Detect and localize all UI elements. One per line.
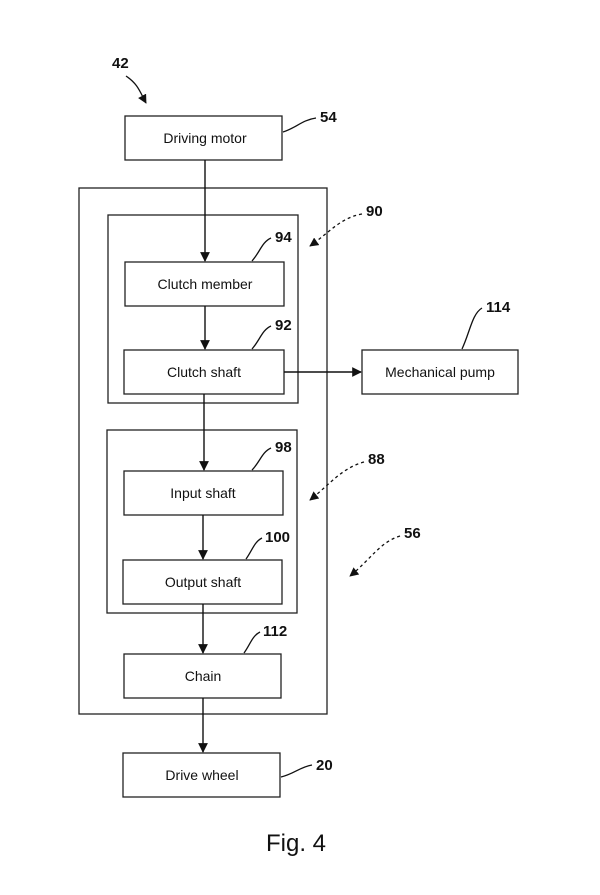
drive-wheel-block [122, 752, 281, 798]
gear-unit-frame [106, 429, 298, 614]
drive-wheel-label: Drive wheel [165, 767, 238, 783]
mechanical-pump-block [361, 349, 519, 395]
ref-driving-motor: 54 [320, 109, 337, 126]
ref-transmission: 56 [404, 525, 421, 542]
chain-block [123, 653, 282, 699]
clutch-member-label: Clutch member [158, 276, 253, 292]
figure-caption: Fig. 4 [266, 830, 326, 857]
output-shaft-label: Output shaft [165, 574, 241, 590]
input-shaft-block [123, 470, 284, 516]
driving-motor-block [124, 115, 283, 161]
leader-clutch-shaft [251, 325, 272, 350]
ref-drive-wheel: 20 [316, 757, 333, 774]
ref-clutch-unit: 90 [366, 203, 383, 220]
clutch-shaft-block [123, 349, 285, 395]
ref-clutch-member: 94 [275, 229, 292, 246]
leader-input-shaft [251, 447, 272, 471]
leader-chain [243, 631, 261, 654]
clutch-shaft-label: Clutch shaft [167, 364, 241, 380]
ref-gear-unit: 88 [368, 451, 385, 468]
chain-label: Chain [185, 668, 222, 684]
input-shaft-label: Input shaft [170, 485, 235, 501]
leader-transmission [349, 535, 401, 577]
ref-chain: 112 [263, 623, 287, 640]
ref-clutch-shaft: 92 [275, 317, 292, 334]
output-shaft-block [122, 559, 283, 605]
leader-clutch-unit [309, 213, 363, 247]
leader-drive-wheel [280, 764, 313, 778]
leader-clutch-member [251, 237, 272, 262]
leader-system [125, 75, 147, 104]
ref-output-shaft: 100 [265, 529, 290, 546]
ref-system: 42 [112, 55, 129, 72]
ref-mechanical-pump: 114 [486, 299, 511, 316]
leader-output-shaft [245, 537, 263, 560]
driving-motor-label: Driving motor [163, 130, 247, 146]
leader-driving-motor [282, 117, 317, 133]
ref-input-shaft: 98 [275, 439, 292, 456]
clutch-unit-frame [107, 214, 299, 404]
leader-mechanical-pump [461, 307, 483, 350]
mechanical-pump-label: Mechanical pump [385, 364, 495, 380]
leader-gear-unit [309, 461, 365, 501]
